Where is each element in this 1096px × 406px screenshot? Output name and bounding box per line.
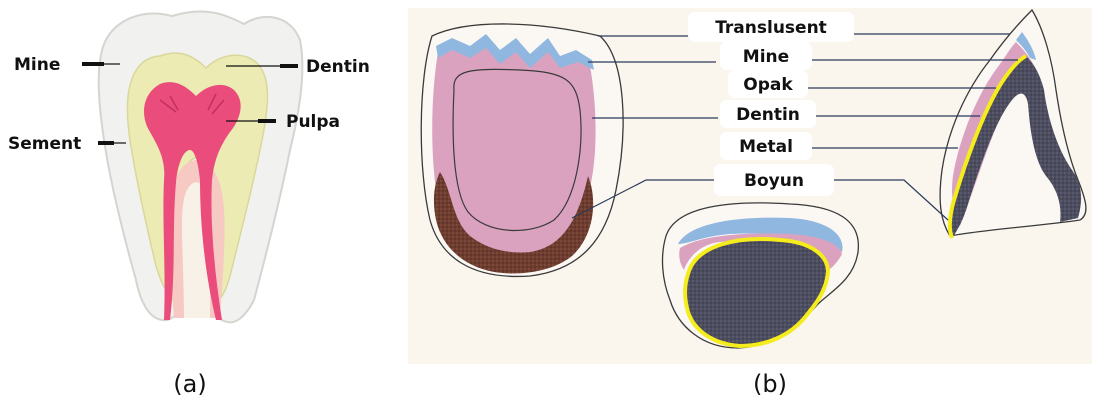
label-opak: Opak	[743, 75, 793, 95]
label-translusent: Translusent	[715, 18, 827, 38]
label-dentin-a: Dentin	[306, 57, 370, 77]
label-boyun: Boyun	[744, 171, 804, 191]
caption-a: (a)	[173, 370, 206, 398]
label-dentin-b: Dentin	[736, 105, 800, 125]
label-mine-a: Mine	[14, 55, 60, 75]
label-pulpa-a: Pulpa	[286, 112, 340, 132]
panel-a: Mine Dentin Pulpa Sement (a)	[8, 11, 370, 398]
label-metal: Metal	[739, 137, 793, 157]
caption-b: (b)	[753, 370, 787, 398]
label-sement-a: Sement	[8, 134, 81, 154]
label-mine-b: Mine	[743, 47, 789, 67]
panel-b: Translusent Mine Opak Dentin Metal Boyun…	[408, 8, 1092, 398]
